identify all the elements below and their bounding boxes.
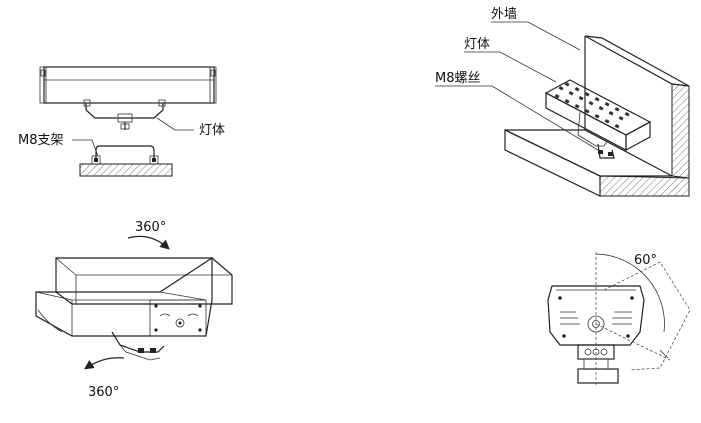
fixture-leader: [156, 117, 194, 131]
bracket-label: M8支架: [18, 133, 64, 148]
wall-label: 外墙: [491, 7, 517, 22]
tilted-outline: [603, 261, 691, 371]
fixture-label: 灯体: [199, 123, 225, 138]
screw-leader: [435, 85, 599, 151]
rotation-top-label: 360°: [135, 220, 166, 235]
fixture-iso: [544, 79, 652, 159]
bracket-u: [83, 99, 166, 130]
fixture-label-2: 灯体: [464, 37, 490, 52]
rotation-bottom-label: 360°: [88, 385, 119, 400]
tilt-angle-label: 60°: [634, 253, 657, 268]
bottom-left-panel: 360° 360°: [35, 220, 233, 400]
rotate-arrow-bottom: [84, 357, 125, 370]
fixture-leader-2: [464, 51, 557, 83]
top-left-panel: 灯体 M8支架: [18, 66, 225, 177]
fixture-rotation-view: [35, 256, 233, 361]
mounting-bracket: [91, 145, 159, 165]
wall-leader: [491, 21, 581, 51]
top-right-panel: 外墙 灯体 M8螺丝: [435, 7, 690, 197]
screw-label: M8螺丝: [435, 71, 481, 86]
tilt-arc: [595, 253, 665, 333]
rotate-arrow-top: [127, 235, 170, 250]
fixture-side-view: [39, 66, 217, 104]
base-plate: [79, 163, 173, 177]
bracket-leader: [72, 139, 99, 157]
wall: [504, 35, 690, 197]
bottom-right-panel: 60°: [547, 252, 691, 386]
